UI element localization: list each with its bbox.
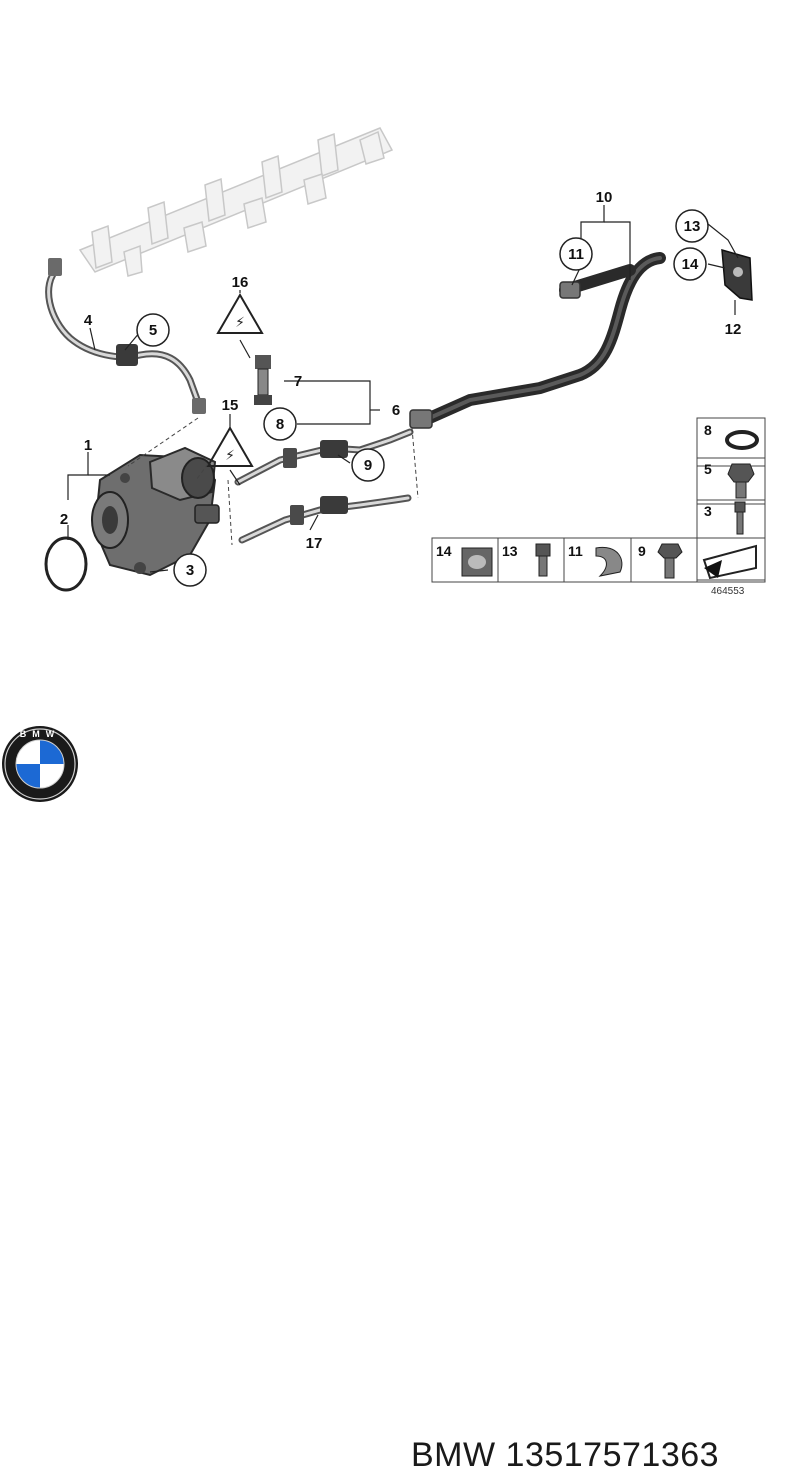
line-fitting-bottom bbox=[192, 398, 206, 414]
callout-11: 11 bbox=[568, 246, 584, 263]
line-fitting-8 bbox=[283, 448, 297, 468]
part-number: 13517571363 bbox=[505, 1436, 720, 1474]
line-clamp-5 bbox=[116, 344, 138, 366]
callout-17: 17 bbox=[306, 535, 323, 552]
callout-15: 15 bbox=[222, 397, 239, 414]
pressure-sensor-7 bbox=[254, 355, 272, 405]
callout-12: 12 bbox=[725, 321, 742, 338]
callout-1: 1 bbox=[84, 437, 92, 454]
legend-arrow-icon bbox=[702, 544, 757, 580]
callout-16: 16 bbox=[232, 274, 249, 291]
brand-part-label: BMW 13517571363 bbox=[411, 1436, 719, 1475]
callout-8-circle bbox=[263, 407, 297, 441]
legend-label-11: 11 bbox=[568, 543, 583, 559]
o-ring-2 bbox=[44, 536, 88, 592]
dashed-leaders bbox=[127, 417, 419, 546]
callout-3-circle bbox=[173, 553, 207, 587]
legend-label-14: 14 bbox=[436, 543, 452, 559]
brand-block: BMW BMW 13517571363 bbox=[0, 700, 800, 1474]
high-pressure-line-4 bbox=[45, 264, 202, 406]
legend-label-8: 8 bbox=[704, 422, 712, 438]
legend-flange-bolt-icon bbox=[727, 463, 755, 499]
parts-diagram: ⚡ ⚡ 1 2 3 4 bbox=[44, 127, 766, 597]
callout-9: 9 bbox=[364, 457, 372, 474]
callout-8: 8 bbox=[276, 416, 284, 433]
callouts: 1 2 3 4 5 6 7 8 9 10 11 12 13 14 15 16 1… bbox=[60, 189, 742, 587]
callout-4: 4 bbox=[84, 312, 93, 329]
legend-label-3: 3 bbox=[704, 503, 712, 519]
warning-triangle-15: ⚡ bbox=[206, 426, 254, 467]
leader-lines bbox=[67, 205, 739, 573]
hose-connector-left bbox=[409, 409, 433, 429]
legend-label-13: 13 bbox=[502, 543, 518, 559]
bmw-logo: BMW bbox=[2, 726, 78, 802]
callout-5: 5 bbox=[149, 322, 157, 339]
callout-6: 6 bbox=[392, 402, 400, 419]
legend-oring-icon bbox=[725, 430, 759, 450]
bmw-logo-lettering: BMW bbox=[20, 729, 61, 739]
legend-bolt-icon bbox=[734, 501, 746, 535]
callout-5-circle bbox=[136, 313, 170, 347]
high-pressure-pump bbox=[91, 446, 220, 577]
callout-14: 14 bbox=[682, 256, 699, 273]
brand-name: BMW bbox=[411, 1436, 496, 1474]
warning-triangle-16: ⚡ bbox=[216, 293, 264, 334]
line-fitting-top bbox=[48, 258, 62, 276]
clamp-9 bbox=[320, 440, 348, 458]
callout-10: 10 bbox=[596, 189, 613, 206]
callout-3: 3 bbox=[186, 562, 194, 579]
legend-clip-icon bbox=[595, 546, 623, 577]
bracket-hole bbox=[733, 267, 743, 277]
reference-number: 464553 bbox=[711, 586, 745, 597]
clamp-17 bbox=[320, 496, 348, 514]
callout-2: 2 bbox=[60, 511, 68, 528]
callout-14-circle bbox=[673, 247, 707, 281]
legend-label-5: 5 bbox=[704, 461, 712, 477]
legend-label-9: 9 bbox=[638, 543, 646, 559]
legend-hex-bolt-icon bbox=[657, 543, 683, 579]
legend-screw-icon bbox=[535, 543, 551, 577]
callout-13: 13 bbox=[684, 218, 701, 235]
hose-connector-right bbox=[559, 281, 581, 299]
fuel-rail bbox=[78, 127, 394, 277]
svg-text:⚡: ⚡ bbox=[235, 315, 245, 331]
line-fitting-17 bbox=[290, 505, 304, 525]
fuel-hose-10 bbox=[419, 252, 666, 426]
svg-text:⚡: ⚡ bbox=[225, 448, 235, 464]
callout-11-circle bbox=[559, 237, 593, 271]
callout-7: 7 bbox=[294, 373, 302, 390]
legend-clamp-icon bbox=[461, 547, 493, 577]
callout-9-circle bbox=[351, 448, 385, 482]
callout-13-circle bbox=[675, 209, 709, 243]
